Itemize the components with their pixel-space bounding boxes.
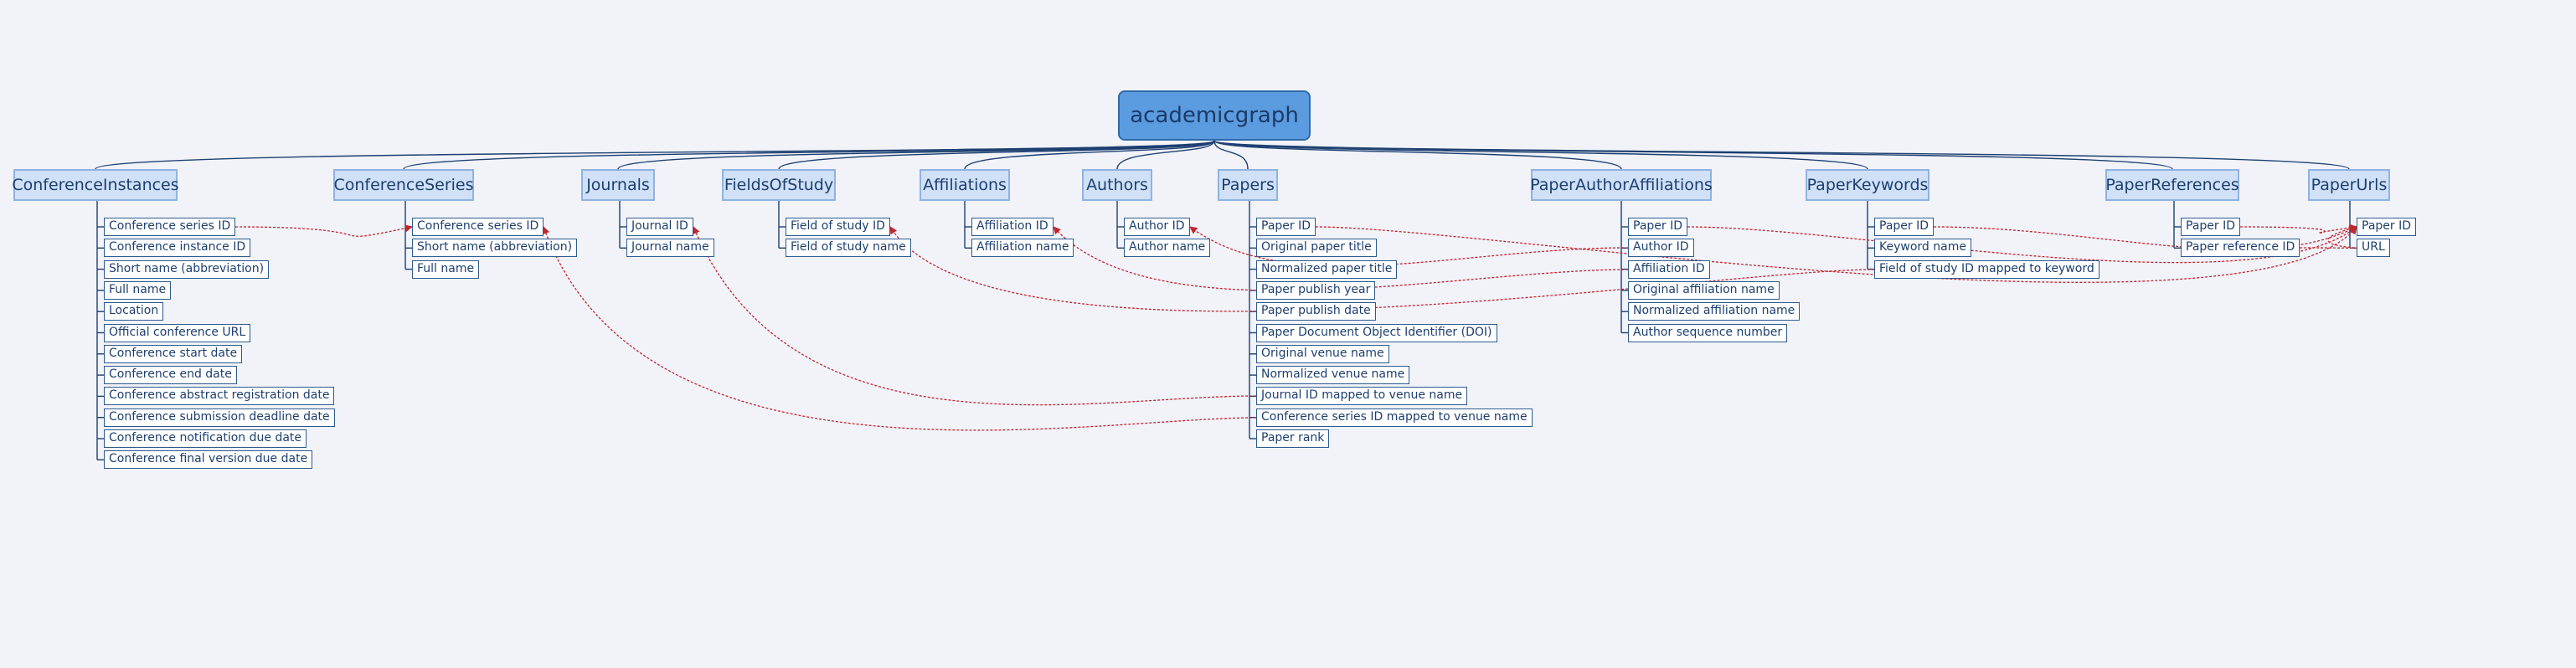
field-paperkeywords-keyword-name[interactable]: Keyword name [1874, 239, 1971, 258]
field-papers-original-paper-title[interactable]: Original paper title [1256, 239, 1377, 258]
relation-line-0 [234, 224, 413, 237]
field-papers-conference-series-id-mapped-to-venue-name[interactable]: Conference series ID mapped to venue nam… [1256, 408, 1533, 427]
field-conferenceinstances-conference-final-version-due-date[interactable]: Conference final version due date [104, 450, 313, 470]
field-conferenceinstances-conference-abstract-registration-date[interactable]: Conference abstract registration date [104, 387, 335, 406]
field-papers-original-venue-name[interactable]: Original venue name [1256, 344, 1389, 363]
field-paperauthoraffiliations-author-id[interactable]: Author ID [1628, 239, 1694, 258]
tree-connector-affiliations [964, 140, 1215, 170]
field-paperauthoraffiliations-original-affiliation-name[interactable]: Original affiliation name [1628, 280, 1780, 300]
table-node-affiliations[interactable]: Affiliations [920, 169, 1010, 201]
field-conferenceinstances-conference-end-date[interactable]: Conference end date [104, 366, 237, 385]
relation-line-3 [889, 226, 1875, 312]
field-conferenceseries-full-name[interactable]: Full name [412, 259, 480, 279]
field-conferenceinstances-conference-start-date[interactable]: Conference start date [104, 344, 243, 363]
field-fieldsofstudy-field-of-study-name[interactable]: Field of study name [786, 239, 911, 258]
field-papers-paper-rank[interactable]: Paper rank [1256, 429, 1330, 448]
table-node-paperreferences[interactable]: PaperReferences [2105, 169, 2239, 201]
relation-line-9 [2299, 224, 2367, 249]
relation-line-7 [1933, 226, 2357, 250]
field-paperreferences-paper-reference-id[interactable]: Paper reference ID [2181, 239, 2300, 258]
field-authors-author-id[interactable]: Author ID [1124, 218, 1190, 236]
tree-connector-paperauthoraffiliations [1213, 140, 1622, 170]
field-conferenceinstances-conference-series-id[interactable]: Conference series ID [104, 218, 236, 236]
field-papers-normalized-paper-title[interactable]: Normalized paper title [1256, 259, 1398, 279]
field-papers-normalized-venue-name[interactable]: Normalized venue name [1256, 366, 1410, 385]
field-paperauthoraffiliations-paper-id[interactable]: Paper ID [1628, 218, 1688, 236]
tree-connector-conferenceseries [403, 140, 1215, 170]
field-conferenceinstances-full-name[interactable]: Full name [104, 280, 172, 300]
field-paperreferences-paper-id[interactable]: Paper ID [2181, 218, 2241, 236]
table-node-conferenceinstances[interactable]: ConferenceInstances [12, 169, 179, 201]
tree-connector-paperurls [1213, 140, 2350, 170]
field-papers-paper-publish-year[interactable]: Paper publish year [1256, 280, 1376, 300]
field-journals-journal-name[interactable]: Journal name [626, 239, 714, 258]
field-paperurls-paper-id[interactable]: Paper ID [2357, 218, 2417, 236]
field-paperkeywords-paper-id[interactable]: Paper ID [1874, 218, 1935, 236]
field-journals-journal-id[interactable]: Journal ID [626, 218, 693, 236]
field-conferenceseries-short-name-abbreviation[interactable]: Short name (abbreviation) [412, 239, 578, 258]
relation-line-2 [693, 226, 1257, 406]
field-conferenceinstances-location[interactable]: Location [104, 302, 164, 321]
field-papers-paper-publish-date[interactable]: Paper publish date [1256, 302, 1376, 321]
relation-line-1 [542, 226, 1257, 431]
field-conferenceinstances-conference-notification-due-date[interactable]: Conference notification due date [104, 429, 307, 448]
field-authors-author-name[interactable]: Author name [1124, 239, 1211, 258]
relation-line-6 [1315, 226, 2357, 283]
field-conferenceinstances-conference-submission-deadline-date[interactable]: Conference submission deadline date [104, 408, 335, 427]
table-node-paperauthoraffiliations[interactable]: PaperAuthorAffiliations [1530, 169, 1713, 201]
table-node-conferenceseries[interactable]: ConferenceSeries [333, 169, 474, 201]
field-papers-paper-document-object-identifier-doi[interactable]: Paper Document Object Identifier (DOI) [1256, 323, 1497, 342]
tree-connector-fieldsofstudy [778, 140, 1215, 170]
field-paperurls-url[interactable]: URL [2357, 239, 2390, 258]
field-conferenceinstances-conference-instance-id[interactable]: Conference instance ID [104, 239, 251, 258]
field-papers-paper-id[interactable]: Paper ID [1256, 218, 1316, 236]
table-node-authors[interactable]: Authors [1082, 169, 1152, 201]
field-fieldsofstudy-field-of-study-id[interactable]: Field of study ID [786, 218, 890, 236]
field-affiliations-affiliation-name[interactable]: Affiliation name [971, 239, 1074, 258]
field-affiliations-affiliation-id[interactable]: Affiliation ID [971, 218, 1054, 236]
field-conferenceinstances-official-conference-url[interactable]: Official conference URL [104, 323, 251, 342]
field-conferenceinstances-short-name-abbreviation[interactable]: Short name (abbreviation) [104, 259, 270, 279]
tree-connector-authors [1116, 140, 1215, 170]
root-node[interactable]: academicgraph [1118, 90, 1311, 141]
table-node-paperkeywords[interactable]: PaperKeywords [1806, 169, 1929, 201]
table-node-papers[interactable]: Papers [1218, 169, 1278, 201]
relation-line-10 [1687, 226, 2357, 264]
relation-line-8 [2239, 224, 2357, 234]
table-node-journals[interactable]: Journals [581, 169, 655, 201]
table-node-paperurls[interactable]: PaperUrls [2308, 169, 2390, 201]
field-paperauthoraffiliations-normalized-affiliation-name[interactable]: Normalized affiliation name [1628, 302, 1801, 321]
field-papers-journal-id-mapped-to-venue-name[interactable]: Journal ID mapped to venue name [1256, 387, 1468, 406]
tree-connector-papers [1213, 140, 1249, 170]
tree-connector-paperkeywords [1213, 140, 1868, 170]
field-paperauthoraffiliations-affiliation-id[interactable]: Affiliation ID [1628, 259, 1710, 279]
relation-line-4 [1053, 226, 1629, 291]
tree-connector-journals [617, 140, 1215, 170]
field-paperkeywords-field-of-study-id-mapped-to-keyword[interactable]: Field of study ID mapped to keyword [1874, 259, 2099, 279]
table-node-fieldsofstudy[interactable]: FieldsOfStudy [722, 169, 836, 201]
field-paperauthoraffiliations-author-sequence-number[interactable]: Author sequence number [1628, 323, 1788, 342]
field-conferenceseries-conference-series-id[interactable]: Conference series ID [412, 218, 544, 236]
tree-connector-conferenceinstances [95, 140, 1215, 170]
